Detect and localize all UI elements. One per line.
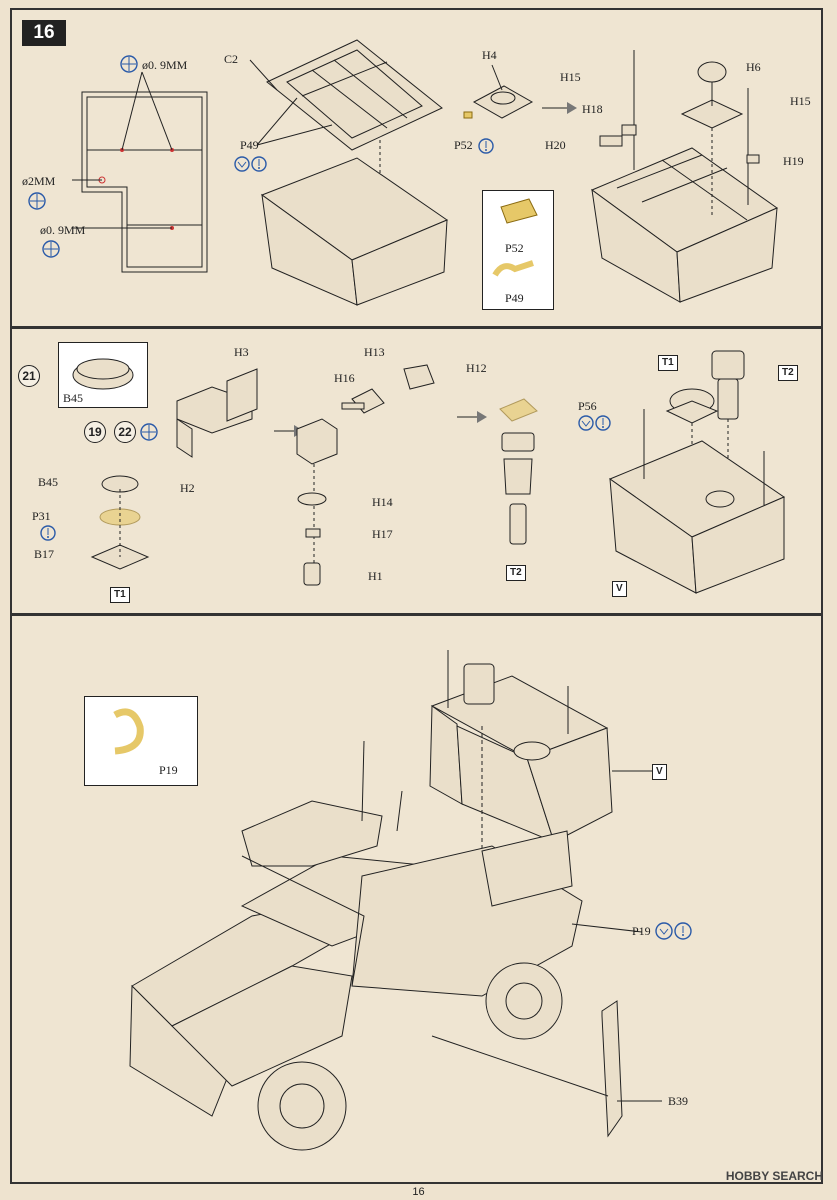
glue-icon: [655, 922, 692, 940]
glue-icon: [478, 138, 494, 154]
part-label-p31: P31: [32, 509, 51, 523]
part-color-legend: P52 P49: [482, 190, 554, 310]
h4-part-diagram: [463, 64, 577, 119]
box-with-sensors-diagram: [608, 350, 786, 594]
part-label-h6: H6: [746, 60, 761, 74]
sub-assembly-tag-t1: T1: [658, 355, 678, 371]
part-label-h18: H18: [582, 102, 603, 116]
h2-h3-bracket-diagram: [176, 368, 304, 458]
part-label-b45: B45: [63, 391, 84, 405]
p49-part-shape: [492, 260, 534, 277]
drill-icon: [28, 192, 46, 210]
part-label-h20: H20: [545, 138, 566, 152]
part-label-p56: P56: [578, 399, 597, 413]
sub-step-circle-19: 19: [84, 421, 106, 443]
camera-mast-assembled-diagram: [499, 398, 538, 545]
part-label-h3: H3: [234, 345, 249, 359]
part-label-h1: H1: [368, 569, 383, 583]
sub-assembly-tag-t2: T2: [506, 565, 526, 581]
b45-mount-exploded-diagram: [90, 475, 150, 570]
step-panel-top: 16 ø0. 9MM ø2MM ø0. 9MM C2 P49: [10, 8, 823, 328]
drill-label: ø2MM: [22, 174, 56, 188]
drill-icon: [140, 423, 158, 441]
part-label-h17: H17: [372, 527, 393, 541]
part-label-h16: H16: [334, 371, 355, 385]
sub-assembly-tag-v: V: [652, 764, 667, 780]
part-label-h13: H13: [364, 345, 385, 359]
p19-detail-inset: P19: [84, 696, 198, 786]
p19-part-shape: [113, 708, 144, 755]
sub-step-circle-21: 21: [18, 365, 40, 387]
part-label-h4: H4: [482, 48, 497, 62]
part-label-h15: H15: [790, 94, 811, 108]
part-label-c2: C2: [224, 52, 239, 66]
part-label-h2: H2: [180, 481, 195, 495]
step-panel-bottom: P19 V P19 B39: [10, 614, 823, 1184]
sub-assembly-tag-v: V: [612, 581, 627, 597]
drill-icon: [42, 240, 60, 258]
part-label-h15: H15: [560, 70, 581, 84]
b45-detail-inset: B45: [58, 342, 148, 408]
part-label-b45: B45: [38, 475, 59, 489]
drill-icon: [120, 55, 138, 73]
part-label-p52: P52: [454, 138, 473, 152]
glue-icon: [578, 415, 611, 431]
drill-label: ø0. 9MM: [142, 58, 188, 72]
legend-label-p19: P19: [159, 763, 178, 777]
drill-label: ø0. 9MM: [40, 223, 86, 237]
b45-dome-drawing: [72, 358, 134, 390]
sub-assembly-tag-t2: T2: [778, 365, 798, 381]
camera-mast-exploded-diagram: [296, 364, 487, 586]
part-label-p19: P19: [632, 924, 651, 938]
page-number: 16: [412, 1186, 425, 1198]
drill-template-diagram: [72, 71, 208, 273]
part-label-h12: H12: [466, 361, 487, 375]
legend-label-p52: P52: [505, 241, 524, 255]
glue-icon: [40, 525, 56, 541]
part-label-b17: B17: [34, 547, 55, 561]
equipment-box-assembled-diagram: [590, 50, 779, 303]
part-label-h14: H14: [372, 495, 393, 509]
legend-label-p49: P49: [505, 291, 524, 305]
part-label-h19: H19: [783, 154, 804, 168]
part-label-p49: P49: [240, 138, 259, 152]
watermark: HOBBY SEARCH: [725, 1169, 823, 1183]
vehicle-final-assembly-diagram: [129, 650, 662, 1151]
step-number: 16: [22, 20, 66, 46]
glue-icon: [234, 156, 267, 172]
sub-step-circle-22: 22: [114, 421, 136, 443]
sub-assembly-tag-t1: T1: [110, 587, 130, 603]
p52-part-shape: [500, 198, 538, 224]
equipment-box-exploded-diagram: [249, 39, 449, 306]
step-panel-middle: B45 21 19 22 B45 P31 B17 T1 H3 H2 H16 H1…: [10, 327, 823, 615]
part-label-b39: B39: [668, 1094, 689, 1108]
